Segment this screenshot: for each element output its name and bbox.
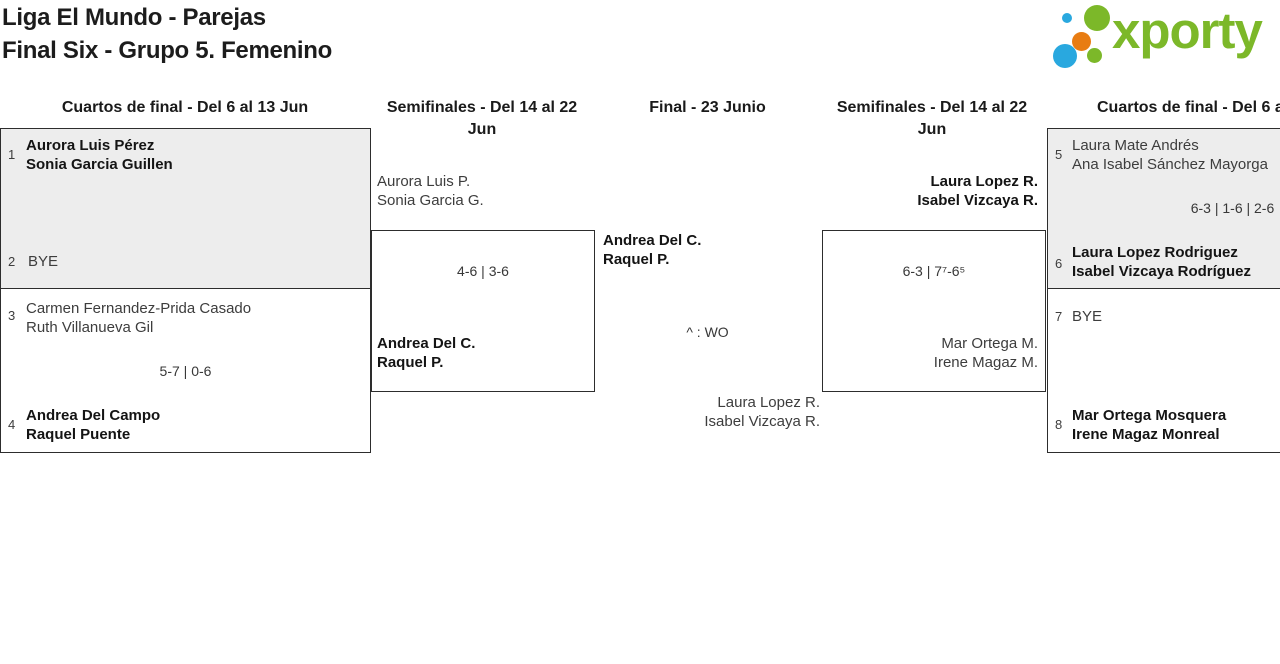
- title-line-2: Final Six - Grupo 5. Femenino: [2, 37, 333, 64]
- match-score: 6-3 | 1-6 | 2-6: [1190, 200, 1275, 216]
- match-box-sf-left[interactable]: [371, 230, 595, 392]
- logo-dot-green-small-icon: [1087, 48, 1102, 63]
- match-score: 4-6 | 3-6: [457, 263, 509, 279]
- team-name-bye: BYE: [28, 253, 59, 270]
- team-name: Laura Lopez Rodriguez Isabel Vizcaya Rod…: [1072, 244, 1251, 280]
- team-name: Laura Lopez R. Isabel Vizcaya R.: [917, 173, 1038, 209]
- match-score: 6-3 | 7⁷-6⁵: [902, 263, 966, 279]
- seed-number: 3: [8, 308, 16, 323]
- logo-wordmark: xporty: [1112, 2, 1263, 59]
- team-name: Andrea Del Campo Raquel Puente: [26, 407, 161, 443]
- seed-number: 2: [8, 254, 16, 269]
- seed-number: 5: [1055, 147, 1063, 162]
- match-box-qf1[interactable]: [0, 128, 371, 289]
- match-score: 5-7 | 0-6: [159, 363, 212, 379]
- round-header-semifinals-left: Semifinales - Del 14 al 22 Jun: [386, 99, 578, 138]
- logo-dot-orange-icon: [1072, 32, 1091, 51]
- seed-number: 6: [1055, 256, 1063, 271]
- page-title: Liga El Mundo - Parejas Final Six - Grup…: [2, 1, 332, 67]
- team-name: Mar Ortega M. Irene Magaz M.: [933, 335, 1038, 371]
- team-name: Andrea Del C. Raquel P.: [603, 232, 702, 268]
- round-header-quarterfinals-left: Cuartos de final - Del 6 al 13 Jun: [61, 99, 309, 116]
- seed-number: 1: [8, 147, 16, 162]
- match-box-qf3[interactable]: [1047, 128, 1280, 289]
- logo-dot-blue-large-icon: [1053, 44, 1077, 68]
- seed-number: 7: [1055, 309, 1063, 324]
- team-name-bye: BYE: [1072, 308, 1103, 325]
- team-name: Carmen Fernandez-Prida Casado Ruth Villa…: [26, 300, 252, 336]
- round-header-quarterfinals-right: Cuartos de final - Del 6 al 13 Jun: [1097, 99, 1280, 116]
- team-name: Aurora Luis Pérez Sonia Garcia Guillen: [26, 137, 173, 173]
- match-box-sf-right[interactable]: [822, 230, 1046, 392]
- logo-dot-blue-small-icon: [1062, 13, 1072, 23]
- round-header-final: Final - 23 Junio: [649, 99, 766, 116]
- match-box-qf2[interactable]: [0, 288, 371, 453]
- round-header-semifinals-right: Semifinales - Del 14 al 22 Jun: [836, 99, 1028, 138]
- team-name: Laura Mate Andrés Ana Isabel Sánchez May…: [1072, 137, 1268, 173]
- team-name: Andrea Del C. Raquel P.: [377, 335, 476, 371]
- match-score-walkover: ^ : WO: [686, 324, 729, 340]
- seed-number: 8: [1055, 417, 1063, 432]
- logo-dot-green-large-icon: [1084, 5, 1110, 31]
- team-name: Aurora Luis P. Sonia Garcia G.: [377, 173, 484, 209]
- seed-number: 4: [8, 417, 16, 432]
- title-line-1: Liga El Mundo - Parejas: [2, 4, 266, 31]
- team-name: Laura Lopez R. Isabel Vizcaya R.: [704, 394, 820, 430]
- match-box-qf4[interactable]: [1047, 288, 1280, 453]
- team-name: Mar Ortega Mosquera Irene Magaz Monreal: [1072, 407, 1227, 443]
